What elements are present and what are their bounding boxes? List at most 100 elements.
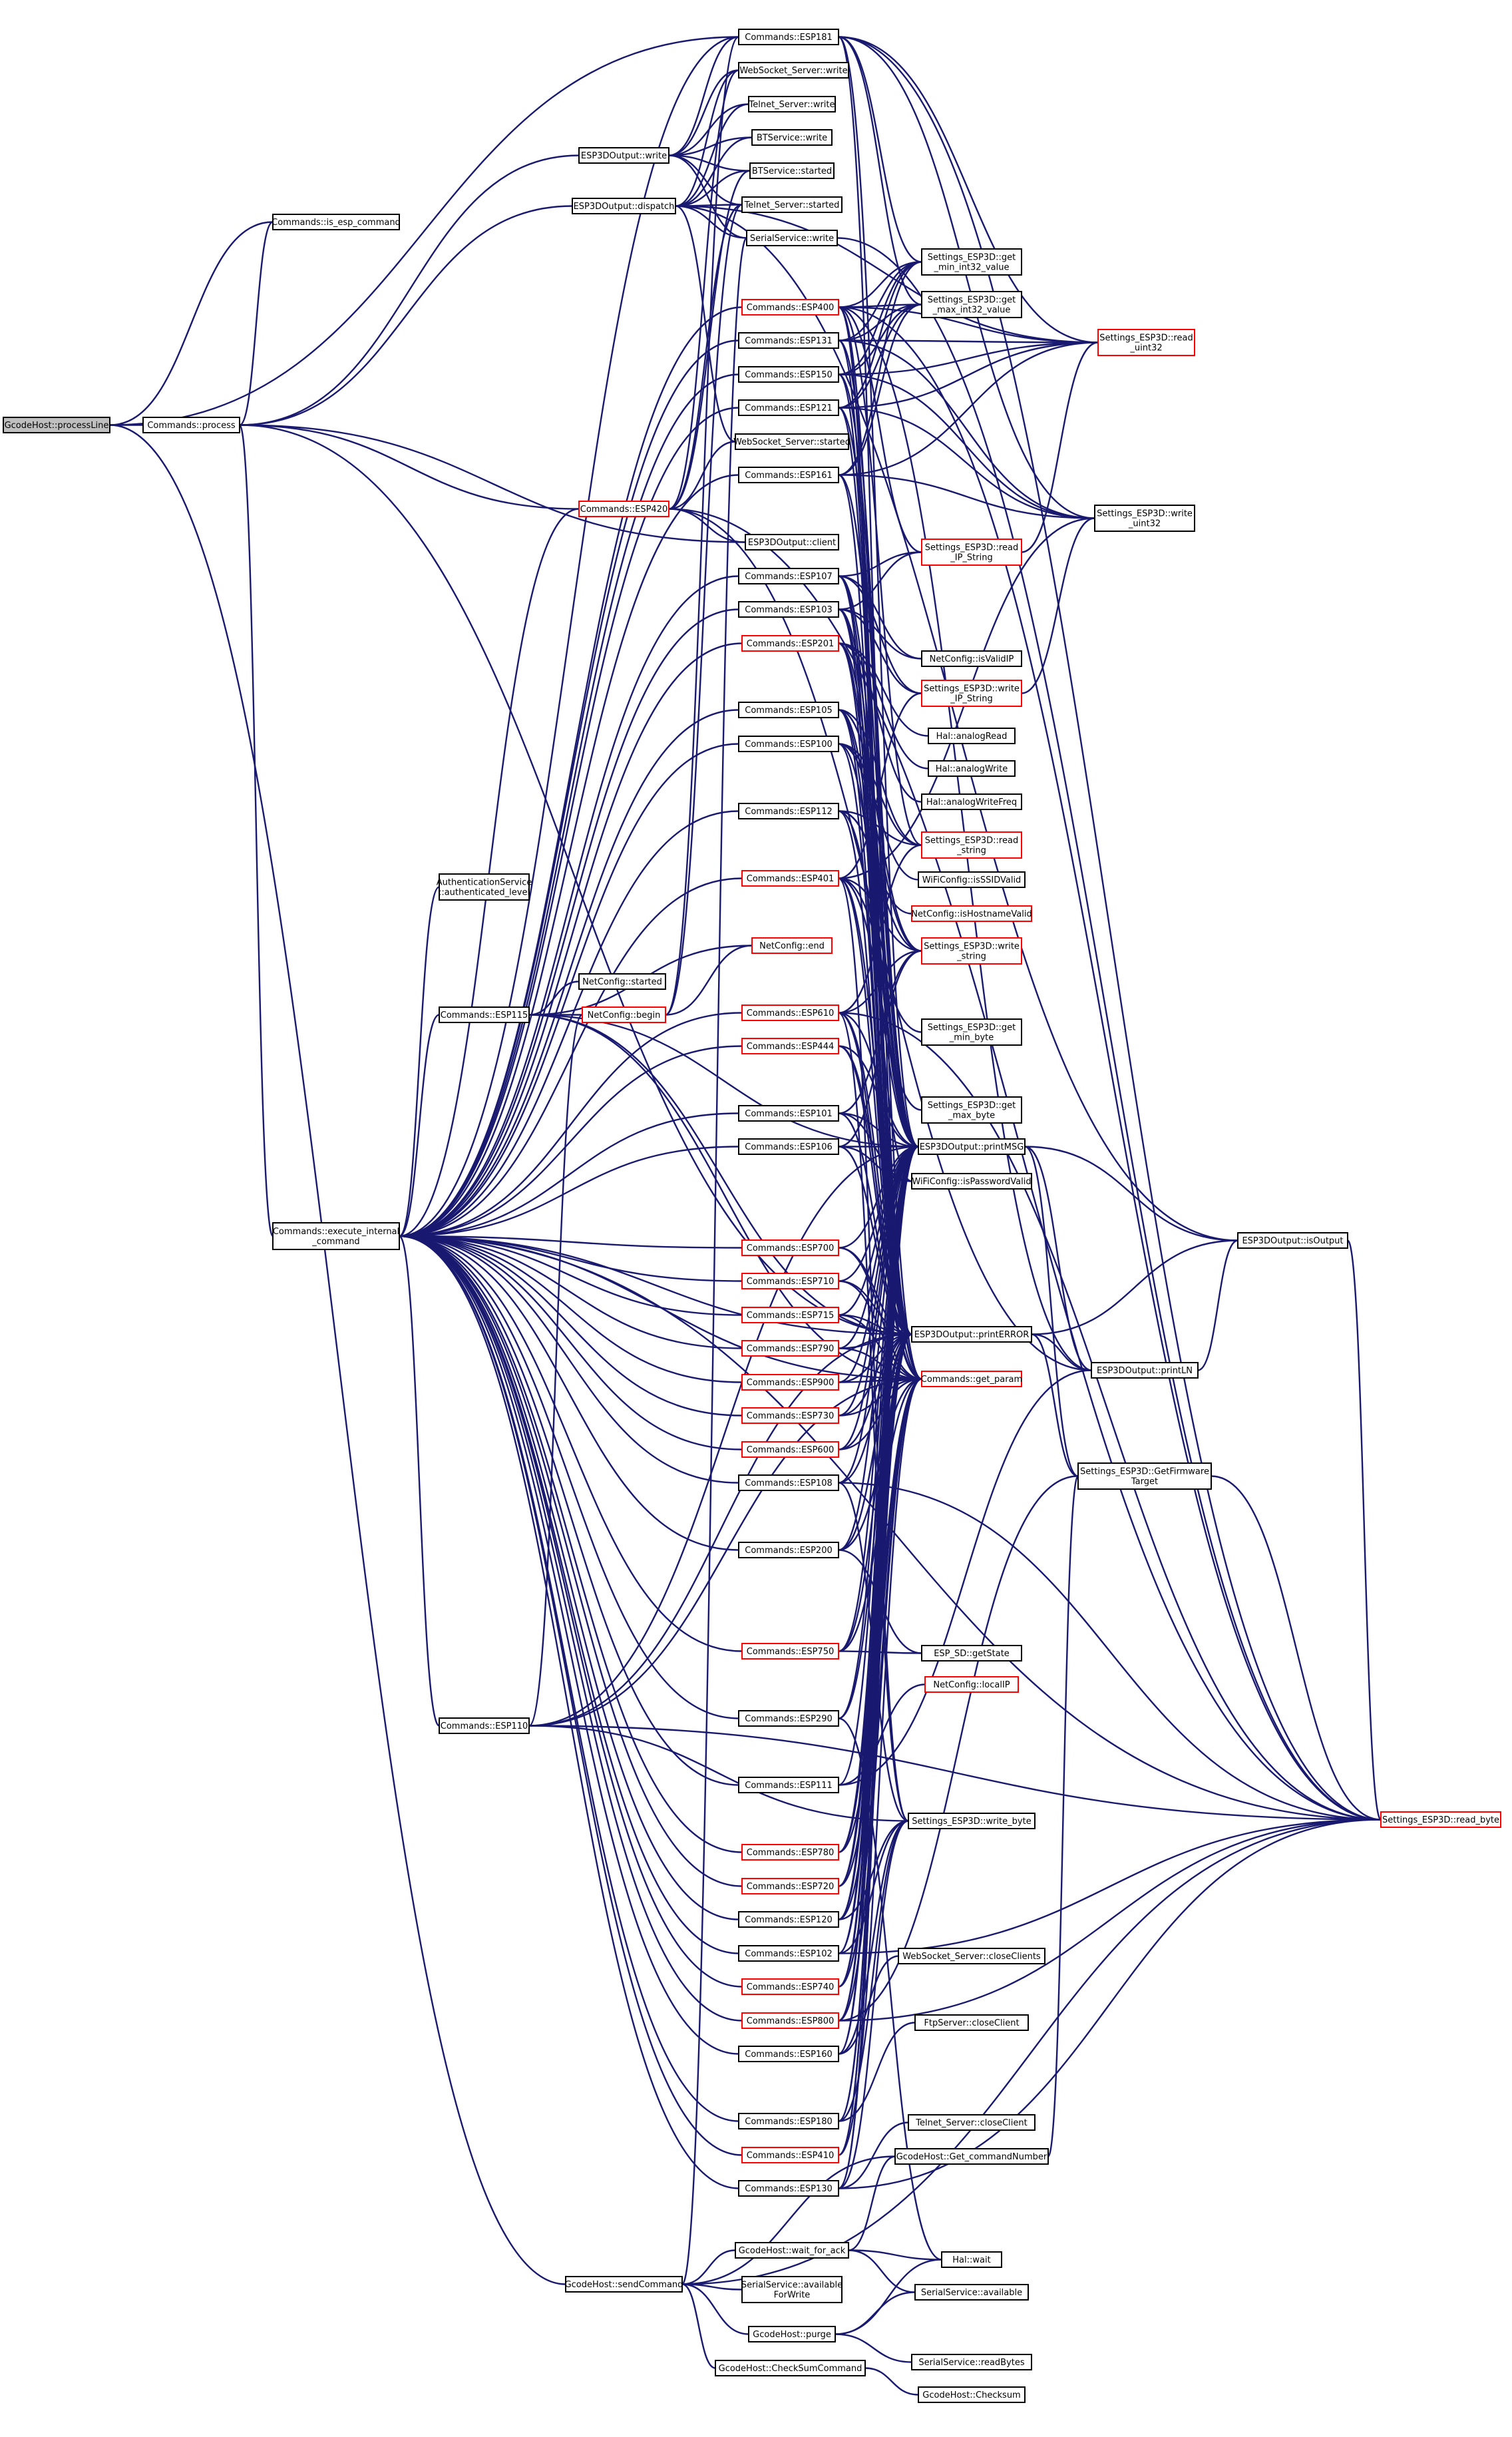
node-esp200[interactable]: Commands::ESP200 (738, 1542, 839, 1558)
node-ser-available[interactable]: SerialService::available (914, 2284, 1029, 2301)
node-esp710[interactable]: Commands::ESP710 (741, 1273, 839, 1289)
node-esp102[interactable]: Commands::ESP102 (738, 1945, 839, 1962)
node-sd-getstate[interactable]: ESP_SD::getState (921, 1645, 1022, 1662)
node-esp420[interactable]: Commands::ESP420 (578, 501, 669, 517)
node-esp112[interactable]: Commands::ESP112 (738, 803, 839, 819)
node-ser-readbytes[interactable]: SerialService::readBytes (911, 2354, 1032, 2370)
node-get-min-int32[interactable]: Settings_ESP3D::get_min_int32_value (921, 248, 1022, 276)
node-write-string[interactable]: Settings_ESP3D::write_string (921, 937, 1022, 965)
node-esp444[interactable]: Commands::ESP444 (741, 1038, 839, 1054)
node-is-output[interactable]: ESP3DOutput::isOutput (1237, 1232, 1348, 1249)
node-esp730[interactable]: Commands::ESP730 (741, 1407, 839, 1424)
node-nc-localip[interactable]: NetConfig::localIP (924, 1676, 1019, 1693)
node-read-string[interactable]: Settings_ESP3D::read_string (921, 831, 1022, 859)
node-hal-awfreq[interactable]: Hal::analogWriteFreq (921, 793, 1022, 810)
node-get-max-byte[interactable]: Settings_ESP3D::get_max_byte (921, 1096, 1022, 1124)
node-purge[interactable]: GcodeHost::purge (748, 2326, 836, 2342)
node-execute-internal-command[interactable]: Commands::execute_internal_command (272, 1222, 400, 1250)
node-esp750[interactable]: Commands::ESP750 (741, 1643, 839, 1660)
node-write-ip[interactable]: Settings_ESP3D::write_IP_String (921, 680, 1022, 707)
node-sendCommand[interactable]: GcodeHost::sendCommand (565, 2276, 683, 2293)
node-write-uint32[interactable]: Settings_ESP3D::write_uint32 (1094, 505, 1195, 532)
node-esp105[interactable]: Commands::ESP105 (738, 702, 839, 718)
node-esp110[interactable]: Commands::ESP110 (439, 1717, 530, 1734)
node-out-write[interactable]: ESP3DOutput::write (578, 147, 669, 164)
node-esp401[interactable]: Commands::ESP401 (741, 870, 839, 887)
node-bt-started[interactable]: BTService::started (749, 162, 835, 179)
node-nc-begin[interactable]: NetConfig::begin (582, 1006, 666, 1023)
node-esp106[interactable]: Commands::ESP106 (738, 1138, 839, 1155)
node-ws-started[interactable]: WebSocket_Server::started (733, 433, 850, 450)
node-esp115[interactable]: Commands::ESP115 (439, 1006, 530, 1023)
node-esp131[interactable]: Commands::ESP131 (738, 332, 839, 349)
node-ws-write[interactable]: WebSocket_Server::write (738, 62, 849, 79)
node-get-max-int32[interactable]: Settings_ESP3D::get_max_int32_value (921, 291, 1022, 318)
node-esp181[interactable]: Commands::ESP181 (738, 29, 839, 45)
node-is-esp-command[interactable]: Commands::is_esp_command (272, 214, 401, 230)
node-get-min-byte[interactable]: Settings_ESP3D::get_min_byte (921, 1018, 1022, 1046)
node-read-byte[interactable]: Settings_ESP3D::read_byte (1380, 1811, 1501, 1828)
node-esp740[interactable]: Commands::ESP740 (741, 1978, 839, 1995)
node-bt-write[interactable]: BTService::write (751, 129, 833, 146)
node-esp180[interactable]: Commands::ESP180 (738, 2113, 839, 2129)
node-esp410[interactable]: Commands::ESP410 (741, 2147, 839, 2163)
node-tel-write[interactable]: Telnet_Server::write (748, 96, 836, 112)
node-esp100[interactable]: Commands::ESP100 (738, 736, 839, 752)
node-esp800[interactable]: Commands::ESP800 (741, 2012, 839, 2029)
node-esp290[interactable]: Commands::ESP290 (738, 1710, 839, 1727)
node-esp700[interactable]: Commands::ESP700 (741, 1239, 839, 1256)
node-print-error[interactable]: ESP3DOutput::printERROR (911, 1326, 1032, 1343)
node-hal-aread[interactable]: Hal::analogRead (928, 728, 1016, 744)
node-nc-end[interactable]: NetConfig::end (751, 937, 833, 954)
node-esp600[interactable]: Commands::ESP600 (741, 1441, 839, 1458)
node-write-byte[interactable]: Settings_ESP3D::write_byte (908, 1813, 1036, 1829)
node-esp201[interactable]: Commands::ESP201 (741, 635, 839, 652)
node-esp130[interactable]: Commands::ESP130 (738, 2180, 839, 2197)
node-process[interactable]: Commands::process (142, 417, 240, 433)
node-hal-wait[interactable]: Hal::wait (941, 2251, 1002, 2268)
node-esp120[interactable]: Commands::ESP120 (738, 1911, 839, 1928)
node-esp111[interactable]: Commands::ESP111 (738, 1777, 839, 1793)
node-read-ip[interactable]: Settings_ESP3D::read_IP_String (921, 539, 1022, 566)
node-out-dispatch[interactable]: ESP3DOutput::dispatch (572, 198, 676, 214)
node-esp160[interactable]: Commands::ESP160 (738, 2046, 839, 2062)
node-tel-closeclient[interactable]: Telnet_Server::closeClient (908, 2114, 1036, 2131)
node-esp900[interactable]: Commands::ESP900 (741, 1374, 839, 1391)
node-esp610[interactable]: Commands::ESP610 (741, 1004, 839, 1021)
node-checksum-cmd[interactable]: GcodeHost::CheckSumCommand (715, 2360, 866, 2376)
node-esp715[interactable]: Commands::ESP715 (741, 1307, 839, 1323)
node-esp108[interactable]: Commands::ESP108 (738, 1474, 839, 1491)
node-esp121[interactable]: Commands::ESP121 (738, 399, 839, 416)
node-ftp-closeclient[interactable]: FtpServer::closeClient (914, 2014, 1029, 2031)
node-ws-closeclients[interactable]: WebSocket_Server::closeClients (898, 1948, 1045, 1964)
node-get-param[interactable]: Commands::get_param (921, 1371, 1022, 1387)
node-esp150[interactable]: Commands::ESP150 (738, 366, 839, 383)
node-esp107[interactable]: Commands::ESP107 (738, 568, 839, 584)
node-esp780[interactable]: Commands::ESP780 (741, 1844, 839, 1861)
node-esp101[interactable]: Commands::ESP101 (738, 1105, 839, 1122)
node-tel-started[interactable]: Telnet_Server::started (741, 196, 843, 213)
node-esp400[interactable]: Commands::ESP400 (741, 299, 839, 316)
node-get-cmdnum[interactable]: GcodeHost::Get_commandNumber (894, 2148, 1049, 2165)
node-esp720[interactable]: Commands::ESP720 (741, 1878, 839, 1894)
node-auth-level[interactable]: AuthenticationService::authenticated_lev… (437, 873, 532, 901)
node-esp790[interactable]: Commands::ESP790 (741, 1340, 839, 1357)
node-nc-hostname[interactable]: NetConfig::isHostnameValid (911, 905, 1032, 922)
node-out-client[interactable]: ESP3DOutput::client (745, 534, 839, 551)
node-nc-isvalidip[interactable]: NetConfig::isValidIP (921, 650, 1022, 667)
node-wifi-ssid[interactable]: WiFiConfig::isSSIDValid (918, 871, 1026, 888)
node-processLine[interactable]: GcodeHost::processLine (3, 417, 110, 433)
node-wifi-pwd[interactable]: WiFiConfig::isPasswordValid (911, 1173, 1032, 1190)
node-nc-started[interactable]: NetConfig::started (578, 973, 666, 990)
node-print-ln[interactable]: ESP3DOutput::printLN (1091, 1362, 1199, 1379)
node-print-msg[interactable]: ESP3DOutput::printMSG (918, 1138, 1026, 1155)
node-esp161[interactable]: Commands::ESP161 (738, 467, 839, 483)
node-wait-for-ack[interactable]: GcodeHost::wait_for_ack (735, 2242, 849, 2259)
node-ser-write[interactable]: SerialService::write (746, 230, 838, 246)
node-checksum[interactable]: GcodeHost::Checksum (918, 2386, 1026, 2403)
node-esp103[interactable]: Commands::ESP103 (738, 601, 839, 618)
node-hal-awrite[interactable]: Hal::analogWrite (928, 760, 1016, 777)
node-read-uint32[interactable]: Settings_ESP3D::read_uint32 (1097, 329, 1195, 356)
